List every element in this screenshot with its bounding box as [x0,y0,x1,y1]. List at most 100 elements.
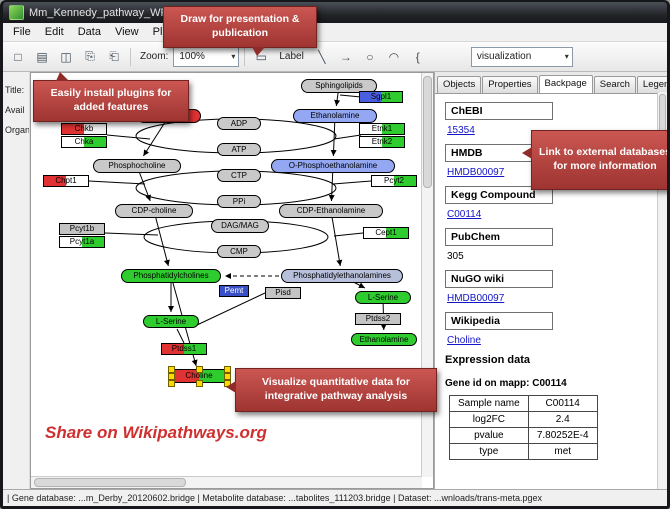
pathway-node-cdp-ethanolamine[interactable]: CDP-Ethanolamine [279,204,383,218]
paste-button[interactable]: ⎗ [109,49,119,63]
menu-data[interactable]: Data [77,26,101,38]
database-name-box: NuGO wiki [445,270,553,288]
pathway-node-phosphatidylcholines[interactable]: Phosphatidylcholines [121,269,221,283]
expression-color-left [266,288,283,298]
selection-handle[interactable] [224,366,231,373]
pathway-node-sgpl1[interactable]: Sgpl1 [359,91,403,103]
database-link[interactable]: 15354 [447,125,475,136]
menu-edit[interactable]: Edit [44,26,64,38]
zoom-combobox[interactable]: 100% ▾ [173,46,240,67]
save-file-button[interactable]: ◫ [60,49,72,64]
expression-color-left [372,176,394,186]
expression-color-left [356,314,378,324]
pathway-node-ctp[interactable]: CTP [217,169,261,182]
database-link[interactable]: C00114 [447,209,482,220]
pathway-node-adp[interactable]: ADP [217,117,261,130]
pathway-node-phosphocholine[interactable]: Phosphocholine [93,159,181,173]
pathway-node-sphingolipids[interactable]: Sphingolipids [301,79,377,93]
pathway-node-pcyt1b[interactable]: Pcyt1b [59,223,105,235]
expression-color-left [62,124,84,134]
expression-color-left [60,224,82,234]
pathway-node-label: CTP [231,171,247,180]
pathway-node-ethanolamine-bottom[interactable]: Ethanolamine [351,333,417,346]
selection-handle[interactable] [168,373,175,380]
pathway-node-label: Phosphocholine [108,162,166,170]
pathway-node-o-phosphoethanolamine[interactable]: O-Phosphoethanolamine [271,159,395,173]
canvas-vertical-scrollbar[interactable] [421,73,433,477]
pathway-node-chkb[interactable]: Chkb [61,123,107,135]
pathway-node-phosphatidylethanolamines[interactable]: Phosphatidylethanolamines [281,269,403,283]
shape-tool-button[interactable]: ○ [366,49,374,64]
pathway-node-choline-selected[interactable]: Choline [168,366,231,387]
pathway-node-chka[interactable]: Chka [61,136,107,148]
scrollbar-thumb[interactable] [423,76,432,188]
new-file-button[interactable]: □ [14,49,22,64]
pathway-node-label: DAG/MAG [221,222,259,230]
selection-handle[interactable] [196,380,203,387]
pathway-node-cept1[interactable]: Cept1 [363,227,409,239]
pathway-node-label: Cept1 [375,229,397,237]
pathway-node-cmp[interactable]: CMP [217,245,261,258]
selection-handle[interactable] [196,366,203,373]
pathway-node-pisd[interactable]: Pisd [265,287,301,299]
pathway-node-pcyt1a[interactable]: Pcyt1a [59,236,105,248]
canvas-horizontal-scrollbar[interactable] [31,476,422,488]
pathway-node-chpt1[interactable]: Chpt1 [43,175,89,187]
pathway-node-l-serine-right[interactable]: L-Serine [355,291,411,304]
line-tool-button[interactable]: ╲ [318,49,326,64]
scrollbar-thumb[interactable] [34,478,186,487]
pathway-node-label: PPi [232,197,246,206]
pathway-node-l-serine-left[interactable]: L-Serine [143,315,199,328]
menu-file[interactable]: File [13,26,31,38]
arc-tool-button[interactable]: ◠ [388,49,400,64]
pathway-node-label: Pisd [275,289,291,297]
copy-button[interactable]: ⎘ [85,49,95,63]
tab-properties[interactable]: Properties [482,76,538,93]
menu-view[interactable]: View [114,26,139,38]
pathway-node-etnk2[interactable]: Etnk2 [359,136,405,148]
open-file-button[interactable]: ▤ [36,49,48,64]
pathway-node-label: Phosphatidylethanolamines [293,272,391,280]
title-bar[interactable]: Mm_Kennedy_pathway_WP1771_45176.gpml [3,2,667,23]
pathway-node-pcyt2[interactable]: Pcyt2 [371,175,417,187]
pathway-node-pemt[interactable]: Pemt [219,285,249,297]
selection-handle[interactable] [168,366,175,373]
callout-visualize-data: Visualize quantitative data for integrat… [226,368,437,412]
pathway-node-dag-mag[interactable]: DAG/MAG [211,219,269,233]
database-link[interactable]: HMDB00097 [447,167,505,178]
pathway-info-label: Title: [5,85,25,95]
pathway-node-ppi[interactable]: PPi [217,195,261,208]
visualization-combobox[interactable]: visualization ▾ [470,46,573,67]
selection-handle[interactable] [224,373,231,380]
database-link[interactable]: HMDB00097 [447,293,505,304]
expression-color-left [60,237,82,247]
callout-text: Draw for presentation & publication [180,13,300,39]
callout-draw-presentation: Draw for presentation & publication [163,6,317,56]
brace-tool-button[interactable]: { [415,49,420,64]
pathway-node-atp[interactable]: ATP [217,143,261,156]
tab-backpage[interactable]: Backpage [538,75,593,93]
expression-color-right [199,370,226,382]
pathway-node-ptdss1[interactable]: Ptdss1 [161,343,207,355]
pathway-node-cdp-choline[interactable]: CDP-choline [115,204,193,218]
pathway-node-ptdss2[interactable]: Ptdss2 [355,313,401,325]
label-tool-button[interactable]: Label [279,51,304,62]
tab-legend[interactable]: Legend [636,76,667,93]
tab-objects[interactable]: Objects [437,76,482,93]
pathway-node-ethanolamine-top[interactable]: Ethanolamine [293,109,377,123]
pathway-node-label: Ptdss1 [171,345,197,353]
pathway-node-label: Chkb [74,125,94,133]
database-link[interactable]: Choline [447,335,481,346]
pathway-node-etnk1[interactable]: Etnk1 [359,123,405,135]
tab-search[interactable]: Search [593,76,636,93]
callout-text: Easily install plugins for added feature… [50,87,172,113]
arrow-tool-button[interactable]: → [339,49,352,64]
datanode-tool-button[interactable]: ▭ [255,49,268,64]
selection-handle[interactable] [168,380,175,387]
